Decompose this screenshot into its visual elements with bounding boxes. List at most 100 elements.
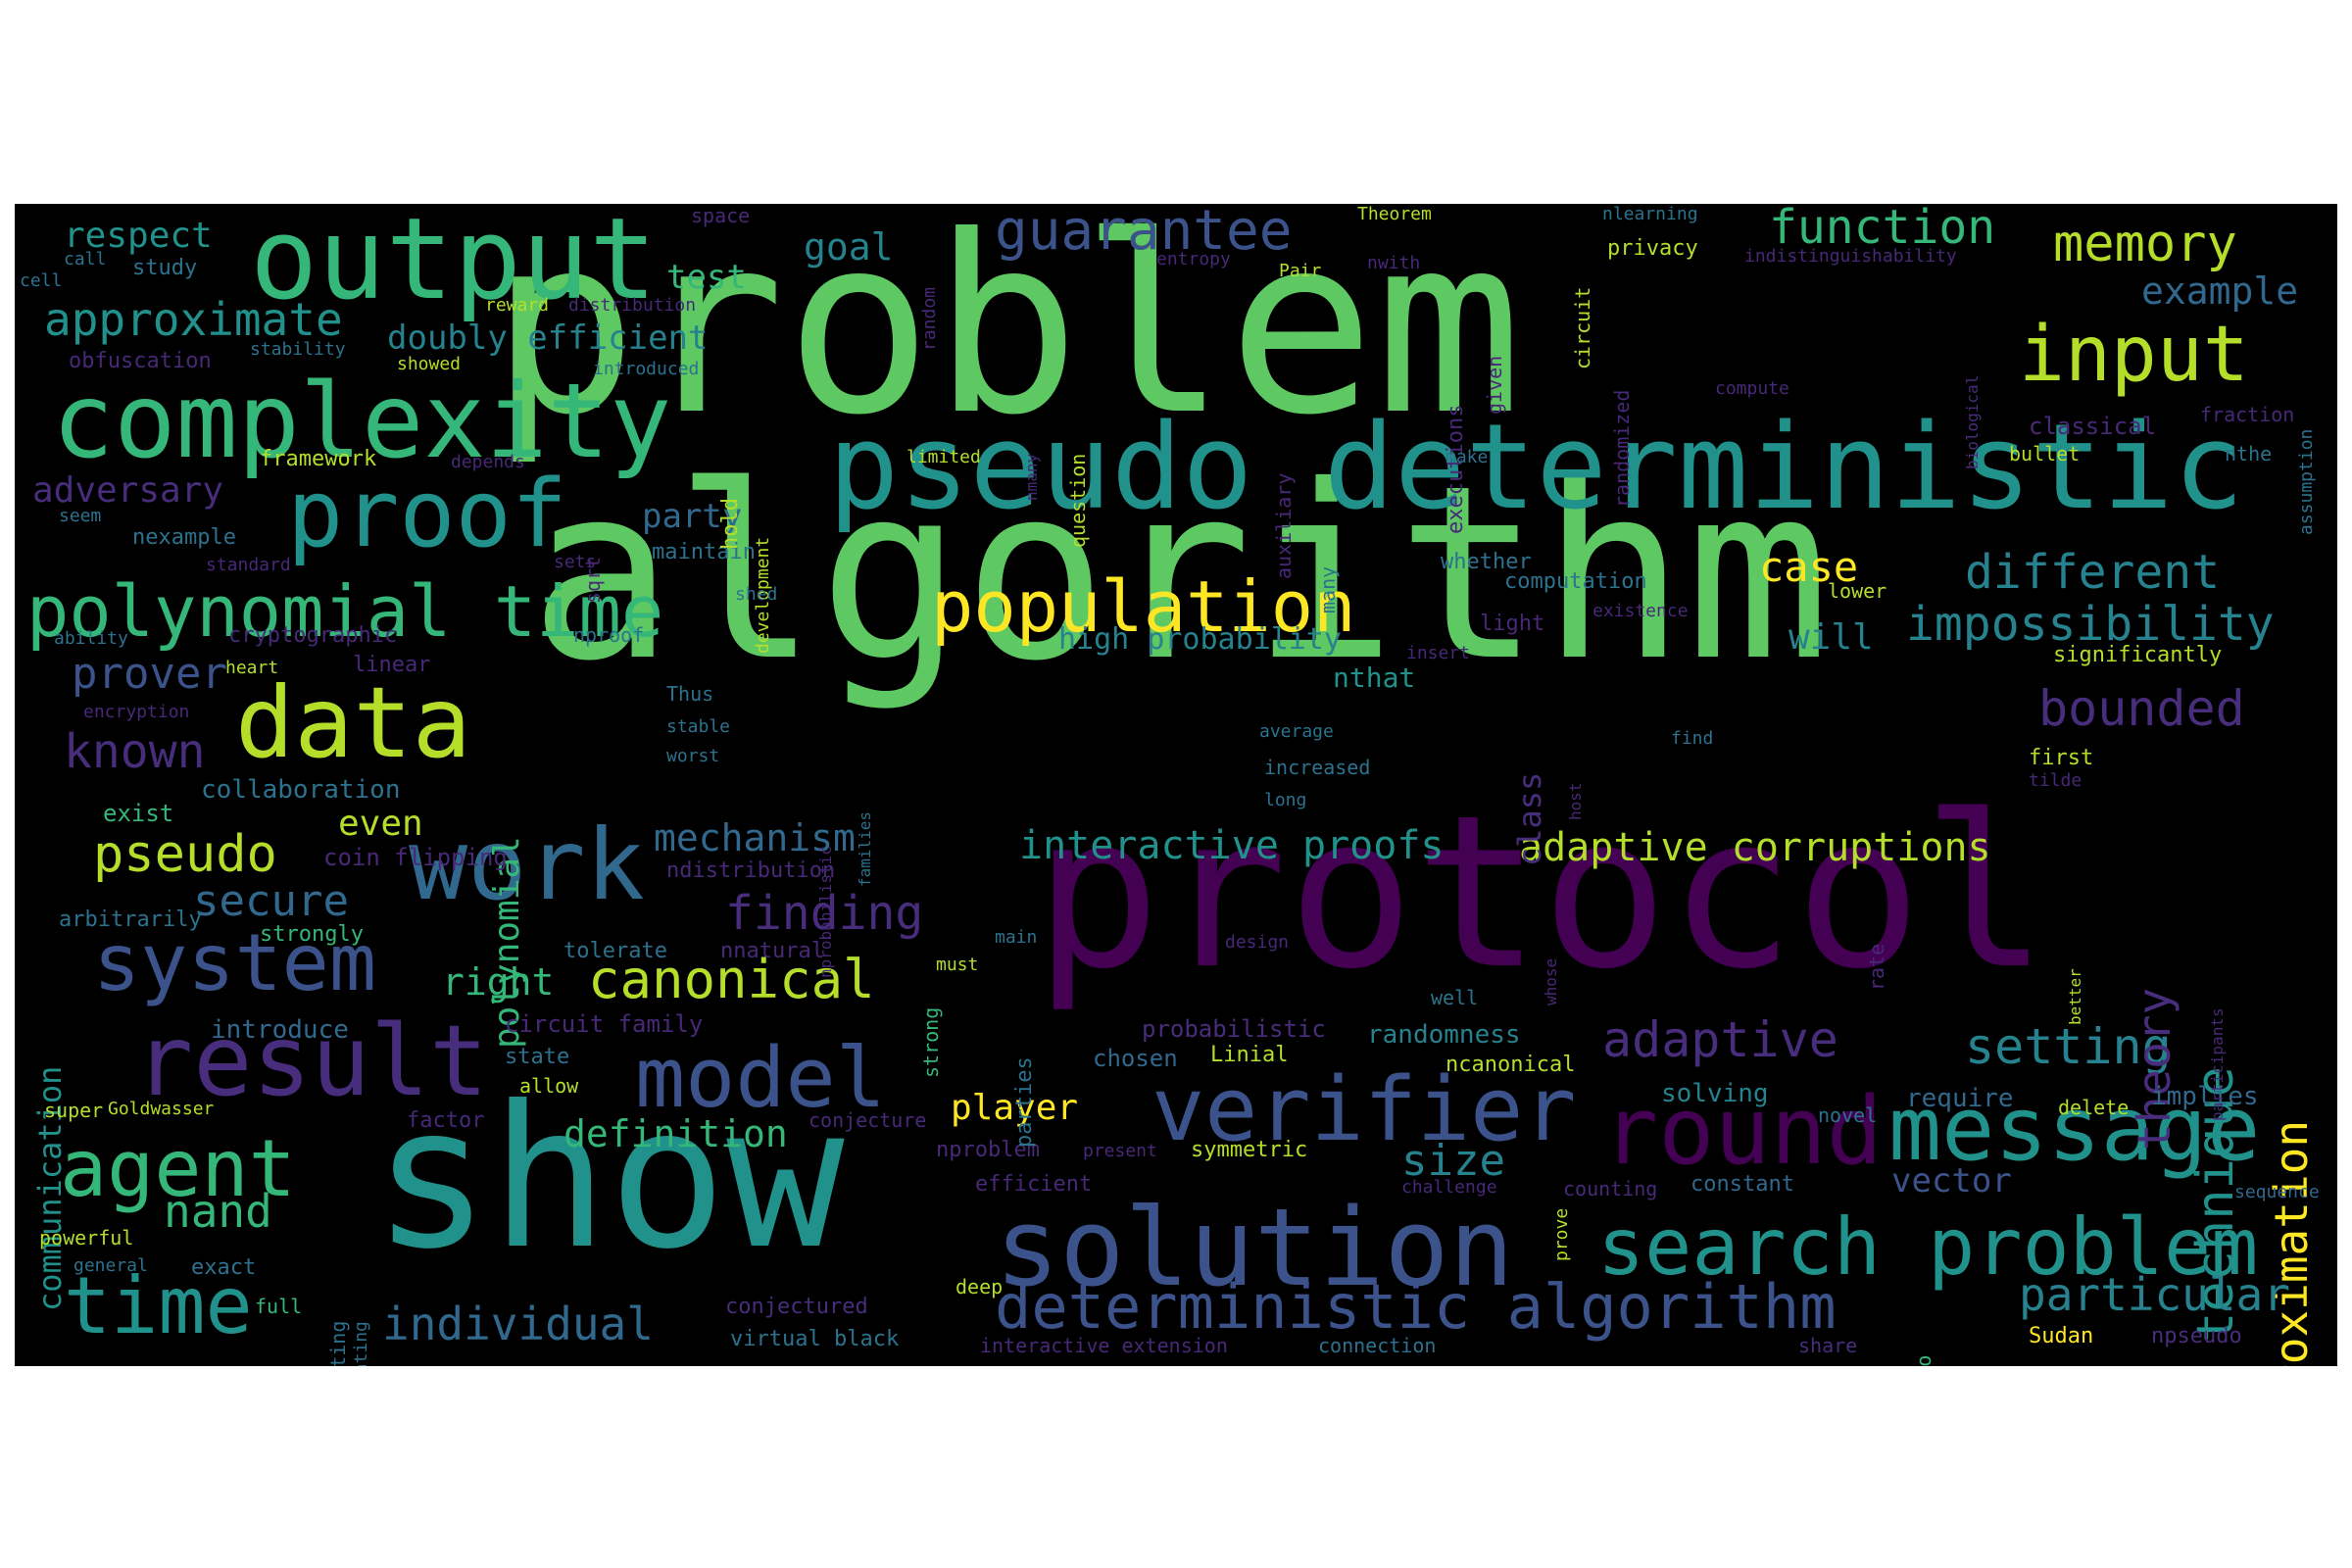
word-entropy: entropy — [1156, 249, 1231, 270]
word-algorithm: algorithm — [529, 434, 1831, 713]
word-whose: whose — [1542, 957, 1560, 1005]
word-framework: framework — [260, 447, 377, 471]
word-computing: computing — [326, 1321, 350, 1366]
word-encryption: encryption — [83, 702, 190, 722]
word-pseudo-deterministic: pseudo deterministic — [828, 400, 2244, 536]
word-search-problem: search problem — [1597, 1201, 2259, 1293]
word-deep: deep — [956, 1275, 1004, 1298]
word-respect: respect — [64, 216, 213, 256]
word-randomized: randomized — [1610, 389, 1634, 508]
word-population: population — [931, 565, 1356, 648]
word-result: result — [134, 1004, 489, 1118]
word-depends: depends — [451, 452, 525, 472]
word-showed: showed — [397, 354, 462, 374]
word-counting: counting — [1563, 1177, 1658, 1200]
word-whether: whether — [1441, 550, 1532, 574]
word-fraction: fraction — [2200, 403, 2295, 426]
word-state: state — [505, 1045, 570, 1069]
word-solving: solving — [1661, 1079, 1769, 1108]
word-well: well — [1431, 986, 1479, 1009]
word-pseudo: pseudo — [93, 825, 277, 884]
word-shed: shed — [735, 584, 778, 605]
word-heart: heart — [225, 658, 279, 678]
word-player: player — [951, 1088, 1079, 1128]
word-bullet: bullet — [2009, 442, 2081, 466]
word-show: show — [372, 1064, 845, 1293]
word-sqrt: sqrt — [581, 556, 605, 604]
word-ndistribution: ndistribution — [666, 858, 836, 883]
word-call: call — [64, 249, 107, 270]
word-constant: constant — [1690, 1172, 1794, 1197]
word-implies: implies — [2151, 1082, 2259, 1111]
word-linear: linear — [353, 653, 431, 677]
word-virtual-black: virtual black — [730, 1327, 900, 1351]
word-main: main — [995, 927, 1038, 948]
word-ncanonical: ncanonical — [1446, 1053, 1576, 1077]
word-chosen: chosen — [1093, 1045, 1178, 1072]
word-many: many — [1316, 565, 1340, 613]
word-probabilistic: probabilistic — [1142, 1015, 1326, 1043]
word-nthe: nthe — [2225, 442, 2273, 466]
word-goal: goal — [804, 225, 894, 269]
word-adaptive: adaptive — [1602, 1011, 1838, 1068]
word-mechanism: mechanism — [654, 816, 856, 859]
word-executions: executions — [1444, 404, 1468, 534]
word-hold: hold — [718, 498, 743, 550]
word-efficient: efficient — [975, 1172, 1093, 1197]
word-linial: Linial — [1210, 1043, 1289, 1067]
word-right: right — [442, 960, 555, 1004]
word-example: example — [2141, 270, 2299, 313]
word-first: first — [2029, 746, 2094, 770]
word-conjectured: conjectured — [725, 1295, 868, 1319]
word-average: average — [1259, 721, 1334, 742]
word-auxiliary: auxiliary — [1272, 472, 1296, 579]
word-sudan: Sudan — [2029, 1324, 2094, 1348]
word-size: size — [1401, 1136, 1505, 1186]
word-powerful: powerful — [39, 1226, 134, 1250]
word-nlearning: nlearning — [1602, 204, 1698, 224]
word-nproof: nproof — [573, 623, 645, 647]
word-participants: participants — [2208, 1007, 2227, 1121]
word-parties: parties — [1012, 1056, 1037, 1148]
word-connection: connection — [1318, 1334, 1437, 1357]
word-tilde: tilde — [2029, 770, 2082, 791]
word-existence: existence — [1592, 601, 1689, 621]
word-cell: cell — [20, 270, 63, 291]
word-adaptive-corruptions: adaptive corruptions — [1519, 825, 1991, 870]
word-class: class — [1511, 771, 1548, 866]
word-full: full — [255, 1295, 303, 1318]
word-nprobabilistic: nprobabilistic — [816, 846, 835, 978]
word-nmany: nmany — [1022, 453, 1041, 501]
word-message: message — [1888, 1078, 2261, 1181]
word-party: party — [642, 497, 743, 536]
word-thus: Thus — [666, 682, 714, 706]
word-will: will — [1788, 617, 1874, 658]
word-obfuscation: obfuscation — [69, 349, 212, 373]
word-biological: biological — [1963, 374, 1982, 469]
word-collaboration: collaboration — [201, 775, 401, 805]
word-polynomial-time: polynomial time — [26, 570, 664, 653]
word-classical: classical — [2029, 413, 2157, 440]
word-question: question — [1066, 453, 1090, 548]
word-find: find — [1671, 728, 1714, 749]
word-insert: insert — [1406, 643, 1471, 663]
word-round: round — [1602, 1078, 1883, 1186]
word-factor: factor — [407, 1108, 485, 1133]
word-symmetric: symmetric — [1191, 1138, 1308, 1162]
word-bounded: bounded — [2038, 680, 2245, 737]
word-adversary: adversary — [32, 470, 224, 511]
word-study: study — [132, 256, 198, 280]
word-work: work — [409, 808, 645, 922]
word-circuit-family: circuit family — [505, 1010, 704, 1038]
word-prover: prover — [72, 649, 227, 699]
word-secure: secure — [193, 876, 349, 926]
word-vector: vector — [1891, 1161, 2012, 1200]
word-conjecture: conjecture — [808, 1108, 927, 1132]
word-limited: limited — [906, 447, 981, 467]
word-sets: sets — [554, 552, 597, 572]
word-approximate: approximate — [44, 293, 343, 346]
word-nand: nand — [164, 1185, 272, 1238]
word-interactive-proofs: interactive proofs — [1019, 823, 1445, 868]
word-significantly: significantly — [2053, 643, 2223, 667]
word-standard: standard — [206, 555, 291, 575]
